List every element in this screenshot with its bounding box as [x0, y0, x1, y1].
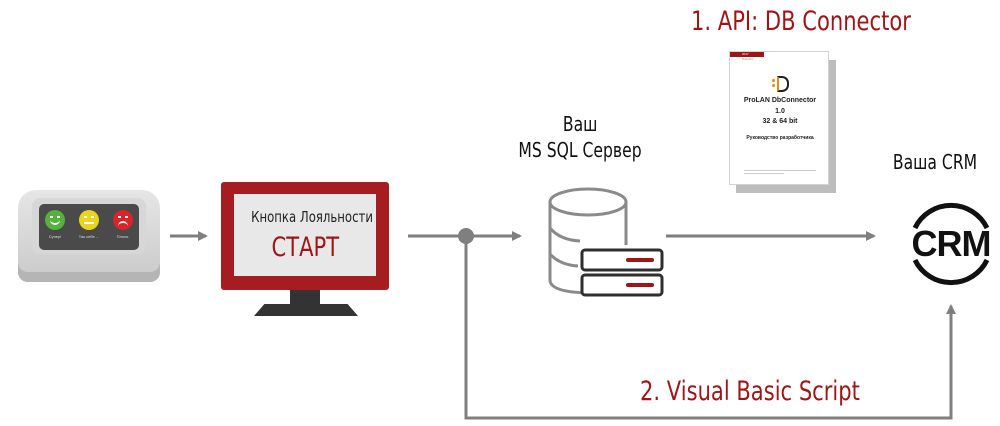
- doc-version: 1.0: [775, 108, 785, 115]
- prolan-logo-icon: [772, 76, 789, 92]
- doc-subtitle: Руководство разработчика: [746, 135, 814, 141]
- doc-title: ProLAN DbConnector: [743, 97, 817, 104]
- crm-logo-icon: CRM: [903, 194, 999, 290]
- monitor-stand: [254, 304, 358, 316]
- face-happy-icon: [45, 210, 65, 230]
- face-neutral-icon: [79, 210, 99, 230]
- monitor: Кнопка Лояльности СТАРТ: [221, 182, 389, 290]
- face-label: Плохо.: [116, 234, 130, 239]
- server-rack-icon: [580, 248, 664, 297]
- script-path: [464, 236, 956, 420]
- server-label-line2: MS SQL Сервер: [518, 138, 642, 162]
- monitor-neck: [290, 290, 320, 304]
- server-label-line1: Ваш: [562, 112, 598, 136]
- monitor-title: Кнопка Лояльности: [251, 208, 373, 226]
- face-label: Так себе ...: [78, 234, 100, 239]
- feedback-terminal: Супер! Так себе ... Плохо.: [18, 190, 160, 286]
- start-label: СТАРТ: [271, 232, 339, 263]
- crm-label: Ваша CRM: [892, 150, 978, 174]
- doc-fineprint: [744, 170, 816, 171]
- doc-bits: 32 & 64 bit: [762, 118, 798, 125]
- face-sad-icon: [113, 210, 133, 230]
- face-label: Супер!: [48, 234, 62, 239]
- developer-guide-document: 2017 ProLAN ProLAN DbConnector 1.0 32 & …: [729, 51, 829, 185]
- script-label: 2. Visual Basic Script: [640, 376, 860, 407]
- doc-year: 2017: [742, 52, 749, 56]
- monitor-screen: Кнопка Лояльности СТАРТ: [234, 194, 376, 276]
- api-label: 1. API: DB Connector: [691, 6, 911, 37]
- doc-brand: ProLAN: [742, 57, 753, 61]
- crm-logo-text: CRM: [911, 223, 992, 264]
